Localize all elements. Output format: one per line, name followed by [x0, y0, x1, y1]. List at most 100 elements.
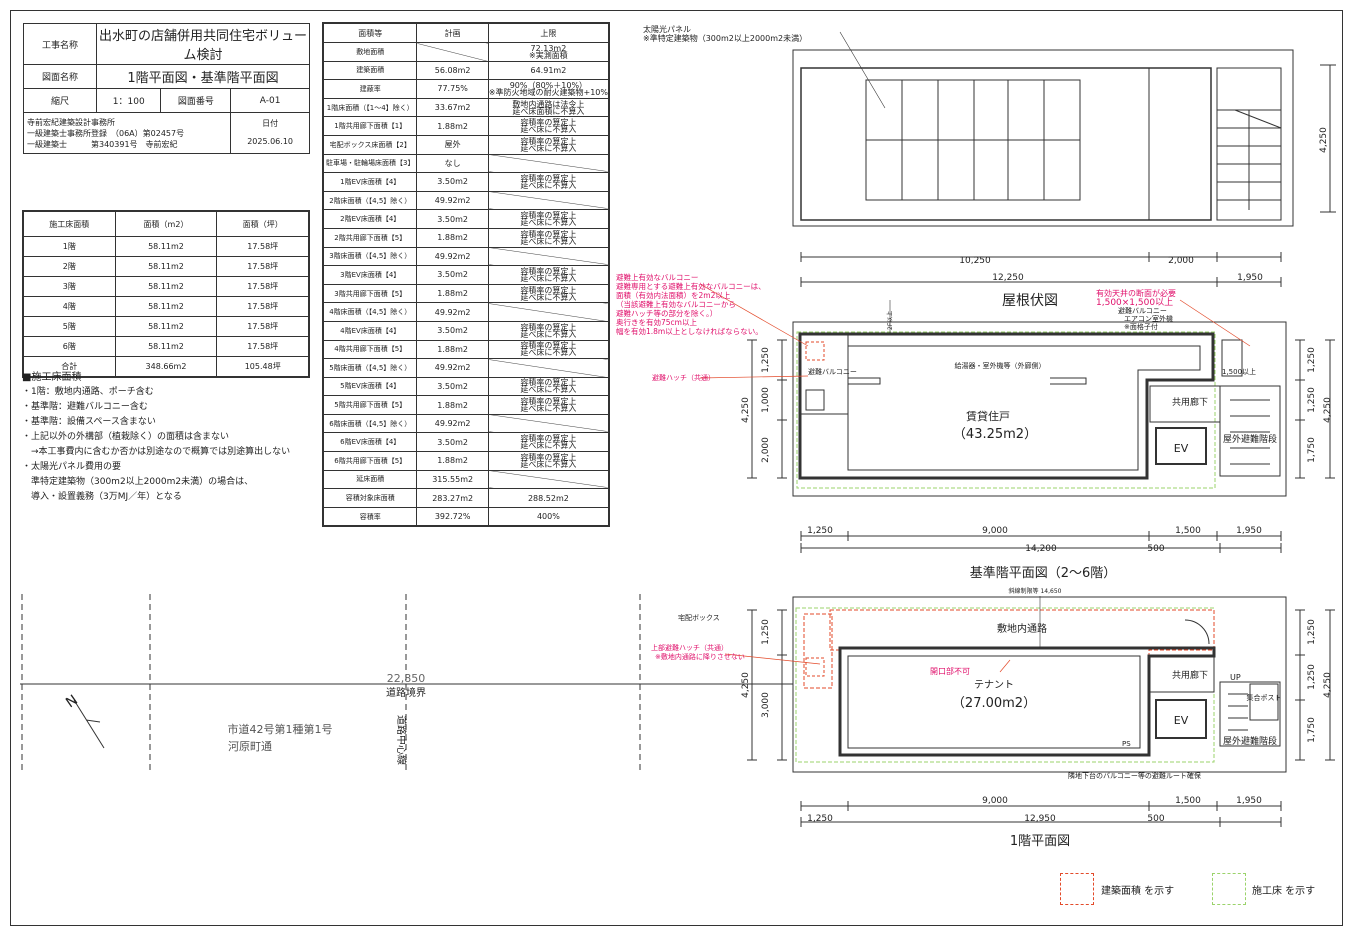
- law-cell: 1.88m2: [416, 339, 489, 360]
- typical-dim-label: 1,500: [1175, 526, 1201, 536]
- setback-label: 斜線制限等 14,650: [1009, 587, 1062, 595]
- stair-box: [1219, 385, 1281, 477]
- ground-hatch-note-2: ※敷地内通路に降りさせない: [655, 652, 745, 661]
- ground-dim-label: 500: [1147, 814, 1164, 824]
- ground-left-total: [747, 609, 757, 761]
- law-cell: 1.88m2: [416, 395, 489, 415]
- law-cell-line: 容積率の算定上: [520, 434, 577, 444]
- law-cell: 3階共用廊下面積【5】: [322, 283, 418, 304]
- law-cell-line: 容積率の算定上: [520, 322, 577, 332]
- law-cell-line: ※準防火地域の耐火建築物+10%: [488, 87, 608, 97]
- legend-building-label: 建築面積 を示す: [1101, 886, 1175, 897]
- right-note-a: 避難バルコニー: [1118, 306, 1167, 315]
- floor-area-cell: 105.48坪: [216, 356, 310, 378]
- typical-dim-label: 1,950: [1236, 526, 1262, 536]
- tenant-label: テナント: [974, 679, 1014, 691]
- ev-box: [1155, 427, 1207, 465]
- law-cell: 3.50m2: [416, 432, 489, 453]
- law-cell-line: 容積率の算定上: [520, 397, 577, 407]
- legend-building-swatch: [1060, 873, 1094, 905]
- law-cell: 容積率の算定上延べ床に不算入: [487, 339, 610, 360]
- law-cell-line: 90%（80%＋10%）: [509, 80, 588, 90]
- ground-dim-b: [800, 817, 1282, 827]
- roof-dim-label: 12,250: [992, 273, 1024, 283]
- note-line: ・上記以外の外構部（植栽除く）の面積は含まない: [22, 432, 230, 442]
- law-cell: 49.92m2: [416, 413, 489, 434]
- mailbox-label: 集合ポスト: [1247, 693, 1282, 702]
- note-line: 導入・設置義務（3万MJ／年）となる: [22, 492, 182, 502]
- typical-right-dim: 1,250: [1307, 347, 1317, 373]
- typical-dim-label: 1,250: [807, 526, 833, 536]
- note-line: ・太陽光パネル費用の要: [22, 462, 122, 472]
- ground-stair-box: [1219, 681, 1281, 747]
- law-cell: 容積率の算定上延べ床に不算入: [487, 432, 610, 453]
- red-note-line: 奥行きを有効75cm以上: [616, 317, 697, 327]
- project-name: 出水町の店舗併用共同住宅ボリューム検討: [96, 23, 310, 65]
- law-cell-line: 延べ床に不算入: [520, 180, 577, 190]
- solar-note-1: 太陽光パネル: [643, 24, 691, 34]
- ground-right-total: [1325, 609, 1335, 761]
- balcony-label: 避難バルコニー: [808, 367, 857, 376]
- typical-plan-title: 基準階平面図（2～6階）: [970, 565, 1117, 581]
- ground-right-dims: [1295, 609, 1305, 761]
- law-cell-line: 容積率の算定上: [520, 341, 577, 351]
- law-cell-line: 延べ床面積に不算入: [512, 106, 585, 116]
- law-cell: [487, 246, 610, 267]
- note-line: ・1階：敷地内通路、ポーチ含む: [22, 387, 154, 397]
- scale-label: 縮尺: [23, 88, 97, 113]
- scale-value: 1：100: [95, 88, 162, 113]
- roof-dim-label: 1,950: [1237, 273, 1263, 283]
- note-line: ・基準階：設備スペース含まない: [22, 417, 156, 427]
- law-cell: 49.92m2: [416, 302, 489, 322]
- law-cell-line: 延べ床に不算入: [520, 441, 577, 451]
- law-cell: [487, 469, 610, 490]
- roof-stair-arrow: [1234, 109, 1282, 129]
- stair-label: 屋外避難階段: [1223, 433, 1277, 445]
- roof-stair-treads: [1217, 109, 1281, 210]
- law-cell-line: 72.13m2: [530, 43, 567, 53]
- typical-right-total: 4,250: [1323, 397, 1333, 423]
- law-cell: 6階EV床面積【4】: [322, 432, 418, 453]
- ceiling-leader: [1179, 299, 1251, 347]
- red-note-line: （当該避難上有効なバルコニーから: [616, 299, 736, 309]
- unit-area: （43.25m2）: [953, 427, 1037, 442]
- law-cell: [487, 358, 610, 378]
- ground-corridor-box: [1149, 655, 1215, 693]
- roof-site-outline: [792, 49, 1294, 227]
- right-note-c: ※面格子付: [1124, 322, 1158, 331]
- law-cell: 392.72%: [416, 506, 489, 527]
- red-note-line: 避難専用とする避難上有効なバルコニーは、: [616, 281, 766, 291]
- road: [20, 594, 793, 770]
- typical-dim-b: [800, 543, 1282, 553]
- date-label: 日付: [262, 119, 279, 128]
- law-row: 4階床面積（【4,5】除く）49.92m2: [322, 302, 610, 322]
- post-label: 宅配ボックス: [678, 613, 720, 622]
- ground-dim-a: [800, 801, 1282, 811]
- floor-area-cell: 合計: [22, 356, 116, 378]
- law-cell: 3.50m2: [416, 320, 489, 341]
- balcony-red-note: 避難上有効なバルコニー 避難専用とする避難上有効なバルコニーは、 面積（有効内法…: [616, 272, 766, 336]
- law-cell-line: 容積率の算定上: [520, 378, 577, 388]
- solar-panel-grid: [866, 80, 1080, 200]
- law-cell: 容積率の算定上延べ床に不算入: [487, 116, 610, 136]
- right-note-b: エアコン室外機: [1124, 314, 1173, 323]
- office-info: 寺前宏紀建築設計事務所 一級建築士事務所登録 （06A）第02457号 一級建築…: [22, 112, 232, 154]
- road-grid-lines: [21, 594, 641, 770]
- law-cell: [416, 42, 489, 62]
- site-path-label: 敷地内通路: [997, 622, 1047, 635]
- ground-hatch-area: [803, 613, 833, 689]
- law-cell-line: 延べ床に不算入: [520, 125, 577, 135]
- law-cell: 1.88m2: [416, 451, 489, 471]
- office-name: 寺前宏紀建築設計事務所: [27, 117, 115, 127]
- ground-left-dims: [777, 609, 787, 761]
